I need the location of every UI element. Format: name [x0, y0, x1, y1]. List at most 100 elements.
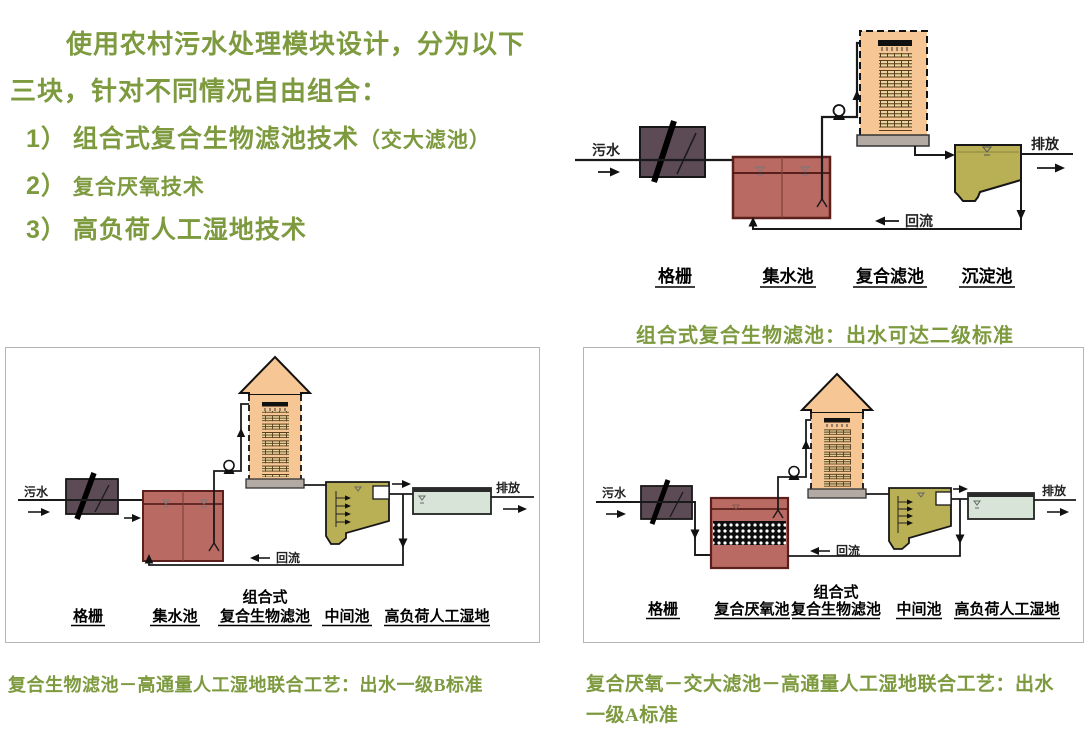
middle-tank — [888, 487, 952, 550]
water-level-icon — [354, 486, 362, 492]
flow-arrow-up — [144, 554, 154, 564]
water-level-icon — [754, 166, 811, 176]
pump-icon — [788, 465, 800, 480]
tower-tray — [245, 478, 305, 489]
flow-arrow-down — [398, 538, 408, 548]
biofilter-tower — [856, 30, 930, 147]
distributor-bar — [878, 40, 912, 46]
label-wetland: 高负荷人工湿地 — [954, 600, 1059, 618]
item-number: 2） — [26, 172, 67, 200]
inflow-line — [596, 501, 711, 556]
label-settle: 沉淀池 — [962, 266, 1013, 286]
distribution-manifold — [335, 491, 345, 527]
sedimentation-tank — [954, 144, 1022, 202]
flow-arrow-down — [1016, 210, 1026, 220]
water-level-icon — [973, 500, 981, 509]
distribution-manifold — [897, 496, 907, 533]
anaerobic-tank — [709, 496, 790, 570]
flow-arrow-up — [236, 428, 246, 437]
inflow-label: 污水 — [602, 485, 627, 500]
filter-media-layers — [879, 53, 912, 131]
reflux-line — [144, 494, 408, 566]
discharge-line — [491, 496, 534, 513]
biofilter-tower — [237, 355, 313, 489]
label-collect: 集水池 — [762, 266, 814, 286]
flow-arrow-right — [41, 508, 50, 516]
flow-arrow-right — [1055, 163, 1065, 173]
spray-ticks — [264, 408, 286, 411]
discharge-label: 排放 — [1031, 136, 1060, 152]
suction-icon — [816, 197, 828, 208]
caption-wetland-b: 复合生物滤池－高通量人工湿地联合工艺：出水一级B标准 — [8, 675, 484, 695]
wetland-bed — [967, 492, 1035, 520]
water-level-icon — [418, 495, 426, 504]
inflow-label: 污水 — [24, 484, 49, 499]
spray-ticks — [826, 424, 848, 427]
intro-line-1: 使用农村污水处理模块设计，分为以下 — [66, 29, 526, 59]
item-note: （交大滤池） — [358, 129, 491, 152]
water-level-icon — [981, 146, 993, 156]
component-labels: 格栅 集水池 组合式 复合生物滤池 中间池 高负荷人工湿地 — [71, 588, 490, 627]
inflow-line — [575, 158, 733, 177]
intro-item-3: 3）高负荷人工湿地技术 — [26, 210, 307, 246]
distributor-bar — [824, 418, 850, 423]
flow-arrow-up — [801, 440, 811, 449]
bar-screen — [65, 472, 119, 520]
flow-arrow-right — [518, 505, 527, 513]
panel-wetland-a: 污水 — [583, 347, 1084, 643]
caption-wetland-a-line2: 一级A标准 — [586, 705, 679, 726]
item-number: 1） — [26, 125, 67, 153]
inflow-line — [18, 499, 143, 522]
component-labels: 格栅 复合厌氧池 组合式 复合生物滤池 中间池 高负荷人工湿地 — [646, 583, 1060, 620]
tower-roof — [237, 355, 313, 396]
flow-arrow-right — [610, 167, 620, 177]
wetland-bed — [412, 487, 492, 515]
label-tower-line2: 复合生物滤池 — [790, 600, 881, 618]
label-screen: 格栅 — [648, 600, 678, 618]
intro-item-2: 2）复合厌氧技术 — [26, 166, 205, 202]
reflux-label: 回流 — [905, 213, 933, 229]
label-tower-line1: 组合式 — [813, 583, 858, 601]
label-filter: 复合滤池 — [855, 266, 924, 286]
label-screen: 格栅 — [73, 607, 103, 625]
component-labels: 格栅 集水池 复合滤池 沉淀池 — [655, 266, 1015, 288]
label-collect: 集水池 — [151, 607, 197, 625]
screen-bar — [74, 472, 97, 520]
label-screen: 格栅 — [658, 266, 692, 286]
suction-icon — [208, 541, 220, 552]
flow-arrow-right — [959, 485, 968, 493]
biofilter-tower — [799, 372, 875, 499]
collection-tank — [731, 155, 832, 220]
flow-arrow-right — [945, 150, 955, 160]
label-tower-line1: 组合式 — [242, 588, 287, 606]
flow-arrow-right — [617, 510, 626, 518]
inflow-label: 污水 — [592, 142, 621, 158]
wetland-a-flow-diagram: 污水 — [596, 372, 1076, 620]
label-mid: 中间池 — [896, 600, 941, 618]
item-label: 高负荷人工湿地技术 — [72, 216, 307, 244]
caption-wetland-a: 复合厌氧－交大滤池－高通量人工湿地联合工艺：出水 一级A标准 — [586, 669, 1085, 731]
flow-arrow-left — [875, 216, 885, 226]
caption-wetland-a-line1: 复合厌氧－交大滤池－高通量人工湿地联合工艺：出水 — [586, 674, 1055, 695]
anaerobic-filter-band — [713, 521, 786, 545]
mid-outlet-line — [951, 485, 968, 500]
tower-tray — [856, 134, 930, 147]
distributor-bar — [262, 402, 288, 407]
flow-arrow-left — [250, 554, 259, 562]
water-level-icon — [917, 492, 925, 498]
flow-arrow-up — [748, 217, 758, 227]
collection-tank — [142, 490, 224, 562]
flow-arrow-right — [402, 480, 411, 488]
label-tower-line2: 复合生物滤池 — [219, 607, 310, 625]
reflux-line — [748, 180, 1026, 230]
mid-outlet-line — [389, 480, 413, 495]
discharge-label: 排放 — [1042, 483, 1067, 498]
bar-screen — [639, 120, 706, 183]
tower-tray — [807, 488, 867, 499]
item-label: 组合式复合生物滤池技术 — [72, 125, 359, 153]
flow-arrow-down — [955, 534, 965, 544]
discharge-label: 排放 — [496, 480, 521, 495]
outlet-weir-box — [372, 485, 390, 500]
flow-arrow-down — [690, 529, 700, 539]
